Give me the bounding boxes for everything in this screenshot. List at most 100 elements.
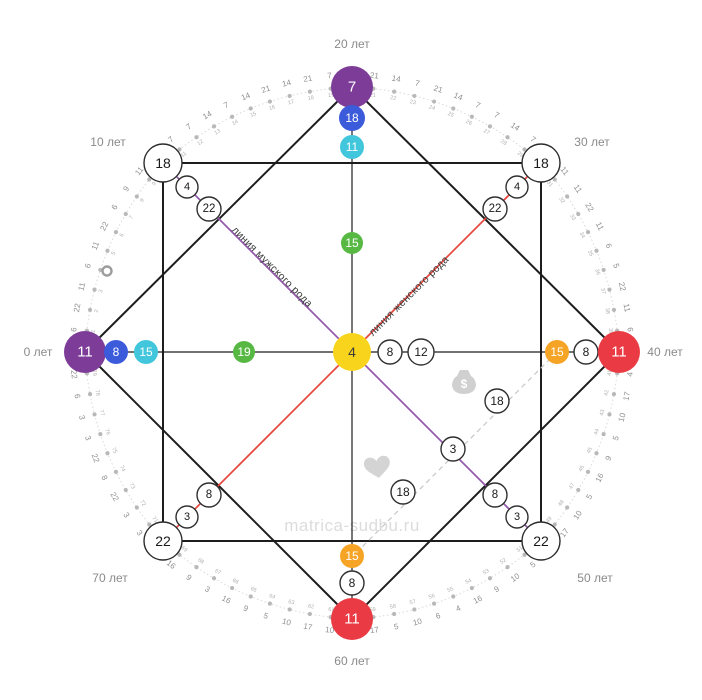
year-energy-label: 7 [474,100,482,110]
year-energy-label: 10 [412,616,423,627]
year-tick-label: 69 [180,545,189,553]
ring-shape [101,265,113,277]
year-tick-label: 19 [328,92,335,99]
year-dot [585,469,591,474]
circle-value-age-30-inner2: 22 [489,203,502,215]
year-tick-label: 75 [110,447,118,455]
year-dot [307,89,312,94]
circle-value-age-30-inner1: 4 [514,181,520,193]
year-energy-label: 5 [528,559,537,569]
year-tick-label: 62 [307,604,314,611]
circle-value-money-energy: 18 [490,394,504,408]
year-tick-label: 22 [389,95,396,102]
year-tick-label: 63 [288,599,295,606]
circle-age-10-main [143,143,183,183]
year-dot [177,552,182,557]
circle-value-left-green-chakra: 19 [237,345,251,359]
year-energy-label: 10 [281,617,292,628]
male-line-label: линия мужского рода [229,224,315,310]
year-tick-label: 14 [231,119,239,127]
year-dot [211,124,217,129]
year-energy-label: 14 [201,109,214,122]
year-energy-label: 5 [262,611,270,621]
year-dot [113,230,119,235]
circle-money-energy [484,388,510,414]
year-energy-label: 4 [454,603,462,613]
year-energy-label: 14 [509,121,522,134]
year-dot [392,89,397,94]
year-dot [505,565,510,570]
year-tick-label: 39 [607,328,614,335]
year-energy-label: 4 [625,371,635,377]
year-energy-label: 21 [433,84,445,95]
year-tick-label: 18 [307,95,314,102]
year-dot [92,412,97,417]
year-dot [123,487,128,493]
circle-value-age-0-outer: 15 [139,345,153,359]
year-energy-label: 7 [528,135,537,145]
age-label: 40 лет [647,345,683,359]
year-dot [267,99,273,104]
circle-value-love-money-mid: 3 [450,442,457,456]
year-tick-label: 53 [482,568,490,576]
circle-age-30-inner1 [505,175,529,199]
year-dot [177,147,182,152]
circle-value-age-60-main: 11 [344,611,360,628]
year-tick-label: 48 [557,499,565,507]
year-tick-label: 34 [578,231,586,239]
year-tick-label: 51 [516,545,525,553]
circle-value-age-10-main: 18 [155,155,171,171]
year-dot [287,93,292,99]
circle-value-age-40-main: 11 [611,344,627,361]
year-tick-label: 15 [249,111,257,119]
year-tick-label: 16 [268,104,276,112]
money-bag-icon: $ [452,370,476,394]
year-tick-label: 28 [499,139,507,147]
circle-value-age-50-main: 22 [533,533,549,549]
year-dot [451,106,456,111]
year-tick-label: 45 [586,447,594,455]
circle-age-60-outer [340,544,364,568]
year-tick-label: 68 [196,557,204,565]
year-dot [412,93,417,99]
circle-age-40-main [598,331,640,373]
year-dot [565,505,570,510]
year-dot [248,594,253,599]
year-tick-label: 3 [98,289,105,293]
year-energy-label: 21 [369,71,379,81]
year-energy-label: 22 [72,302,83,313]
circle-value-center-right-2: 12 [414,345,428,359]
year-tick-label: 54 [465,578,473,586]
year-dot [194,565,199,570]
circle-center-right-1 [377,339,403,365]
circle-value-age-30-main: 18 [533,155,549,171]
year-dot [248,106,253,111]
age-marker-ring-icon [101,265,113,277]
year-energy-label: 14 [391,74,402,85]
year-tick-label: 41 [607,369,614,376]
circle-value-age-50-inner2: 8 [492,489,498,501]
year-energy-label: 9 [604,454,614,462]
year-energy-label: 17 [303,622,314,633]
circle-top-green-chakra [341,232,363,254]
year-energy-label: 3 [83,435,93,443]
year-energy-label: 16 [220,594,232,606]
year-dot [487,124,493,129]
year-dot [505,135,510,140]
year-dot [211,576,217,581]
circle-age-70-main [143,521,183,561]
year-dot [522,147,527,152]
year-dot [134,194,139,199]
year-energy-label: 11 [622,303,632,313]
year-dot [585,230,591,235]
year-energy-label: 10 [325,625,335,635]
perimeter-arc [84,162,164,353]
circle-value-age-60-inner: 8 [349,576,356,590]
year-dot [392,611,397,617]
heart-icon [363,455,390,478]
year-dot [230,585,235,591]
year-dot [552,177,557,182]
year-tick-label: 13 [214,128,222,136]
year-tick-label: 6 [119,233,126,238]
circle-age-10-inner2 [196,196,222,222]
